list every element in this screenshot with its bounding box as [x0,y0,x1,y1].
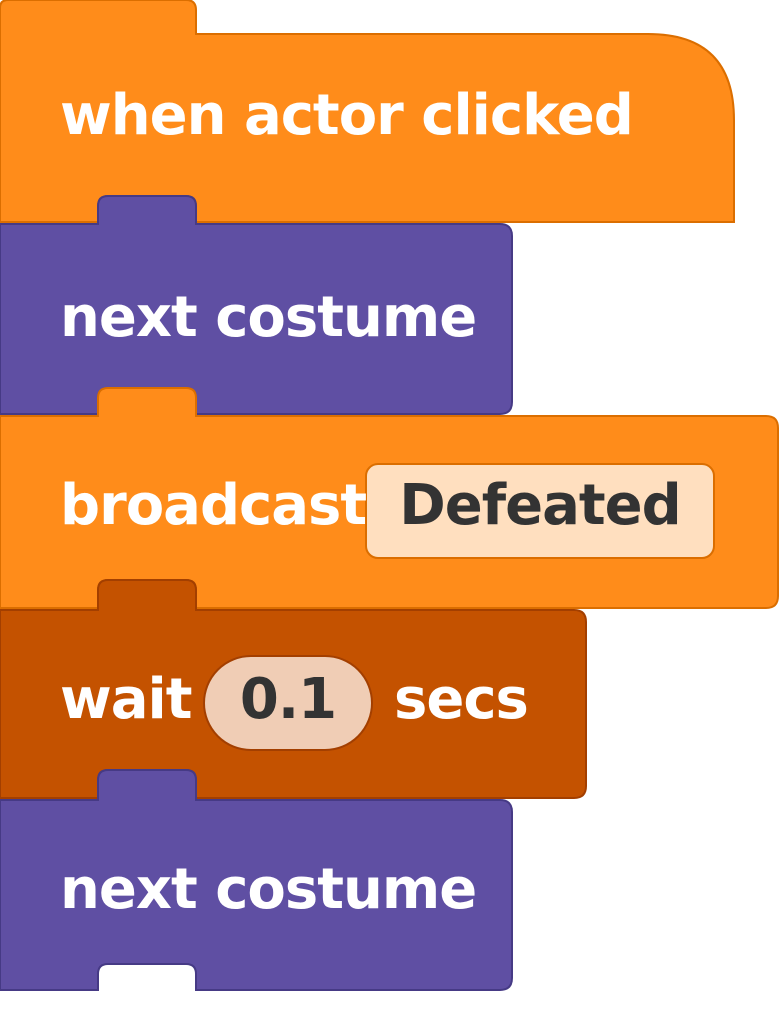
next-costume-block-2[interactable] [0,769,513,991]
next-costume-label-2: next costume [60,857,477,922]
next-costume-label-1: next costume [60,285,477,350]
wait-label: wait [60,667,192,732]
secs-label: secs [394,667,529,732]
broadcast-message-input[interactable] [365,463,715,559]
when-actor-clicked-label: when actor clicked [60,83,634,148]
wait-seconds-value: 0.1 [239,667,337,732]
wait-seconds-input[interactable] [203,655,373,751]
broadcast-message-value: Defeated [399,473,681,538]
broadcast-label: broadcast [60,473,367,538]
